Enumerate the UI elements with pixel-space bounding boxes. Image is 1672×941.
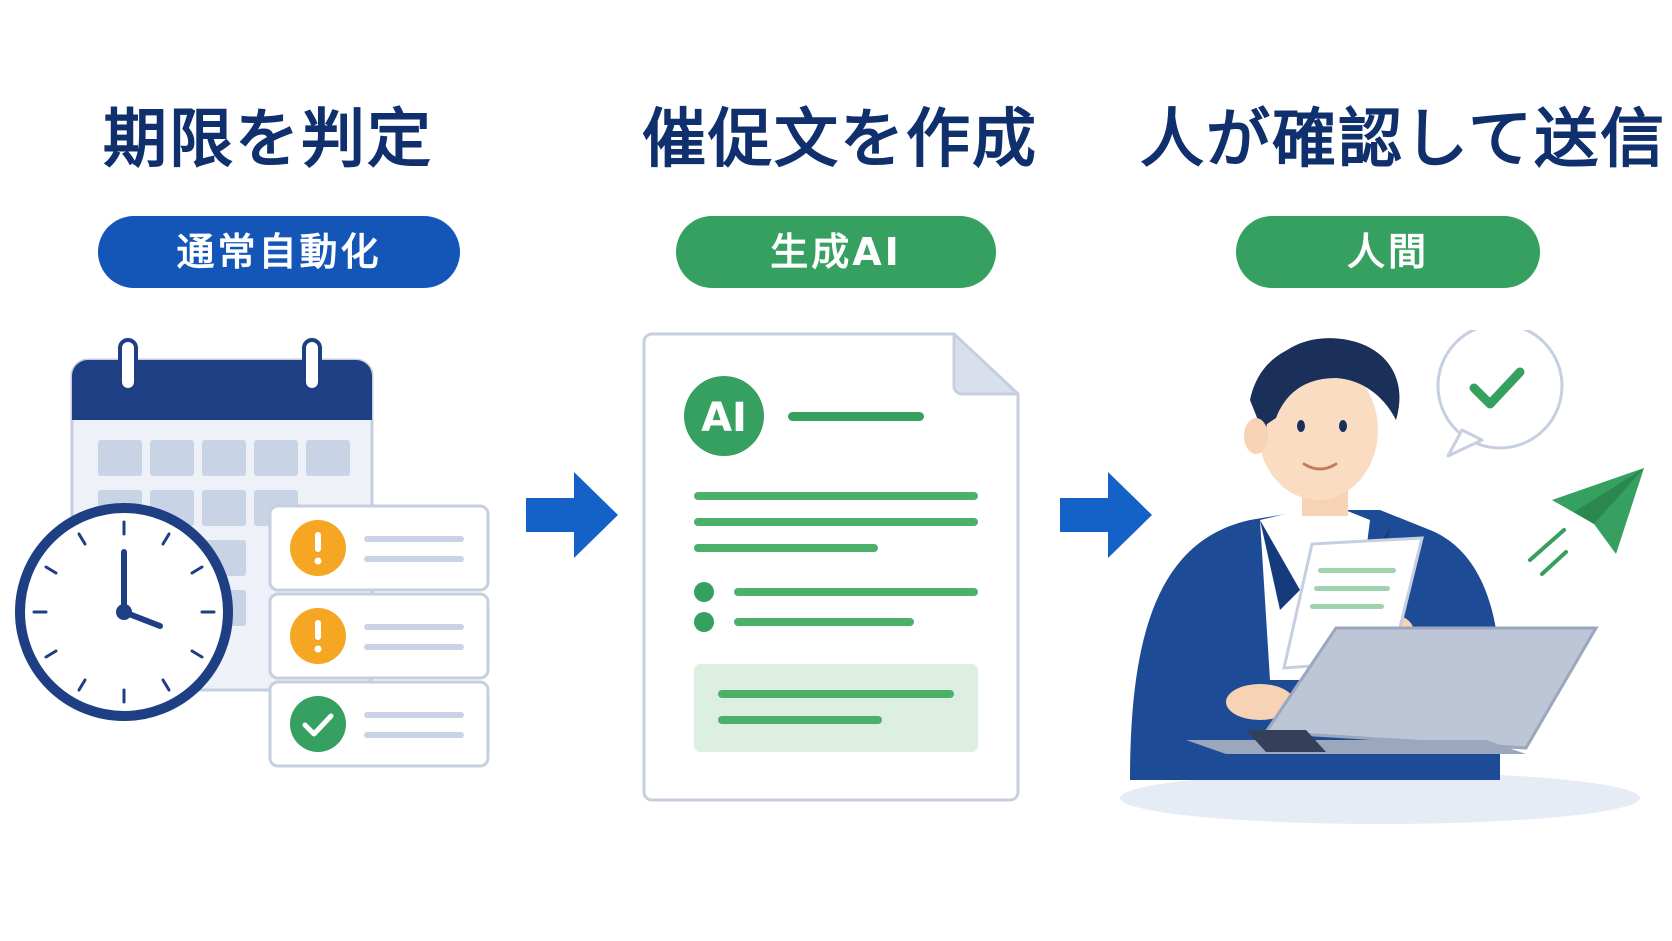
step-2-title: 催促文を作成: [642, 103, 1038, 177]
speech-bubble-check-icon: [1436, 330, 1564, 458]
calendar-clock-illustration: [15, 338, 490, 768]
ai-badge-circle: [684, 376, 764, 456]
arrow-right-icon: [1060, 472, 1152, 558]
paper-plane-icon: [1528, 468, 1644, 576]
step-1-badge: 通常自動化: [98, 216, 460, 288]
step-3-badge: 人間: [1236, 216, 1540, 288]
clock-icon: [15, 503, 233, 721]
ai-document-illustration: AI: [642, 332, 1020, 802]
ai-badge-text: AI: [701, 395, 747, 441]
person-reviewing-illustration: [1120, 330, 1644, 824]
step-2-badge: 生成AI: [676, 216, 996, 288]
laptop-icon: [1186, 626, 1599, 754]
status-card-2: [268, 592, 490, 680]
status-card-3: [268, 680, 490, 768]
step-3-title: 人が確認して送信: [1140, 103, 1667, 177]
arrow-right-icon: [526, 472, 618, 558]
status-card-1: [268, 504, 490, 592]
step-1-title: 期限を判定: [103, 103, 433, 177]
